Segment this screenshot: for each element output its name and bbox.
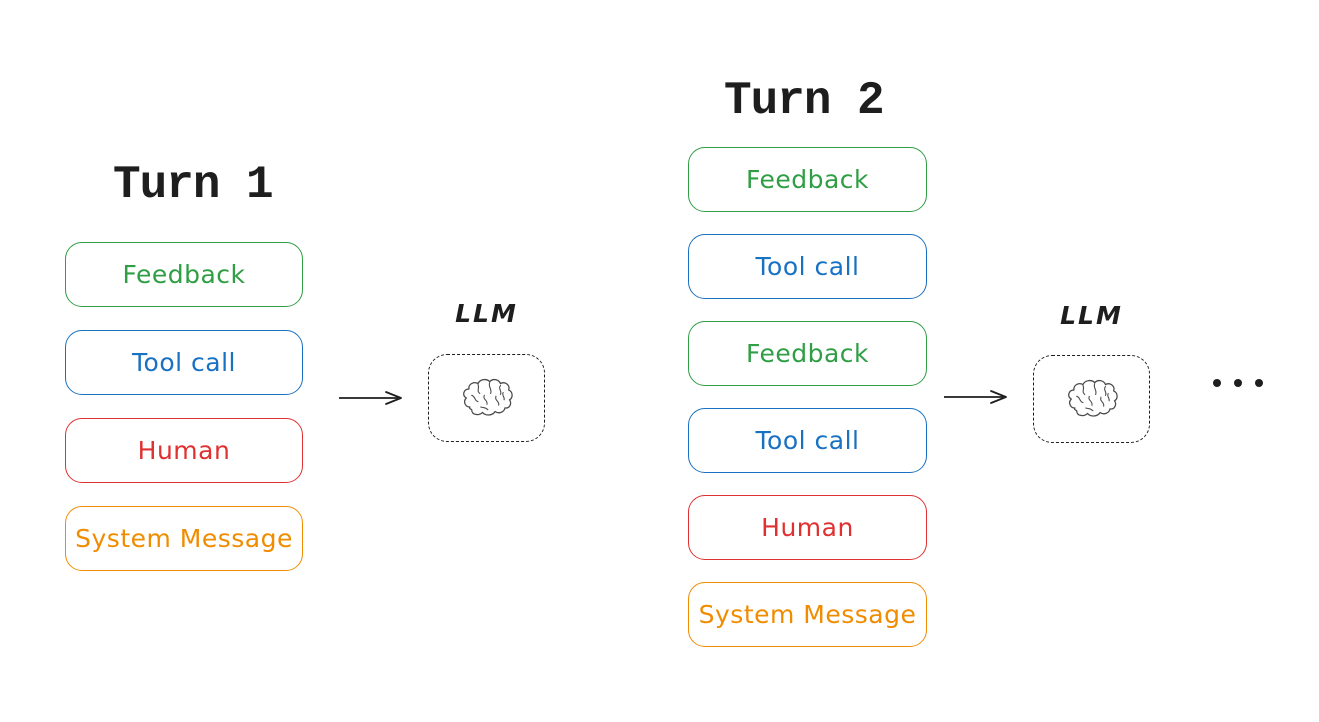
message-box-tool-call: Tool call — [688, 408, 927, 473]
arrow-right-icon — [339, 391, 402, 405]
turn-2-title: Turn 2 — [724, 75, 885, 127]
turn-2-message-column: Feedback Tool call Feedback Tool call Hu… — [688, 147, 927, 647]
llm-box — [428, 354, 545, 442]
message-label: Human — [761, 513, 854, 542]
turn-1-message-column: Feedback Tool call Human System Message — [65, 242, 303, 571]
ellipsis-dot — [1255, 379, 1263, 387]
message-label: System Message — [698, 600, 917, 629]
message-box-human: Human — [65, 418, 303, 483]
brain-icon — [1067, 379, 1118, 417]
message-label: Tool call — [755, 426, 860, 455]
message-box-tool-call: Tool call — [65, 330, 303, 395]
message-box-feedback: Feedback — [688, 147, 927, 212]
ellipsis-icon — [1213, 379, 1263, 387]
message-box-tool-call: Tool call — [688, 234, 927, 299]
message-label: Tool call — [132, 348, 236, 377]
llm-label: LLM — [1060, 301, 1123, 330]
message-label: Feedback — [122, 260, 246, 289]
message-label: Tool call — [755, 252, 860, 281]
message-box-system-message: System Message — [688, 582, 927, 647]
message-box-feedback: Feedback — [688, 321, 927, 386]
brain-icon — [462, 378, 513, 416]
message-box-system-message: System Message — [65, 506, 303, 571]
message-label: Feedback — [745, 339, 870, 368]
message-label: Feedback — [745, 165, 870, 194]
message-label: System Message — [75, 524, 293, 553]
llm-label: LLM — [455, 299, 518, 328]
ellipsis-dot — [1234, 379, 1242, 387]
turn-1-title: Turn 1 — [113, 159, 274, 211]
message-label: Human — [137, 436, 231, 465]
llm-box — [1033, 355, 1150, 443]
message-box-feedback: Feedback — [65, 242, 303, 307]
ellipsis-dot — [1213, 379, 1221, 387]
message-box-human: Human — [688, 495, 927, 560]
arrow-right-icon — [944, 390, 1007, 404]
